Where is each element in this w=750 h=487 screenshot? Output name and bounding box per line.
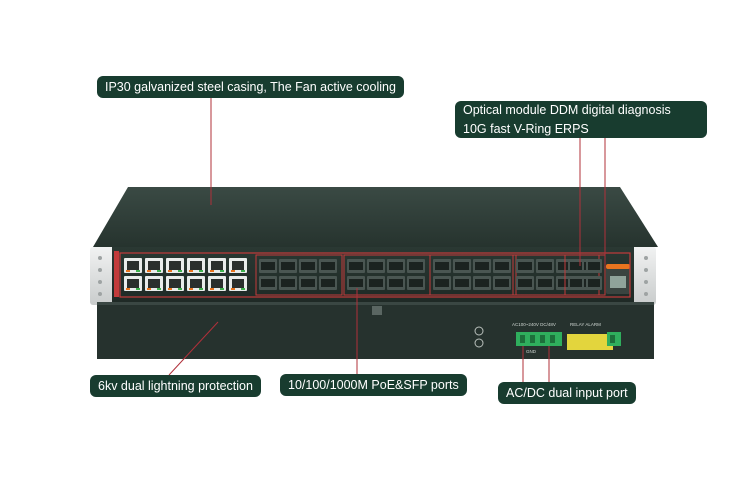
port-highlight-frame (119, 252, 631, 298)
rj45-port-group (124, 258, 247, 291)
sfp-group-frame (512, 254, 600, 296)
power-terminal-block (516, 332, 562, 346)
optical-callout-line2: 10G fast V-Ring ERPS (463, 121, 589, 136)
optical-callout-line1: Optical module DDM digital diagnosis (463, 103, 671, 117)
relay-label: RELAY ALARM (570, 322, 601, 327)
casing-callout-text: IP30 galvanized steel casing, The Fan ac… (105, 80, 396, 94)
lightning-callout-text: 6kv dual lightning protection (98, 379, 253, 393)
brand-stripe (114, 251, 119, 297)
alarm-terminal-block (567, 332, 621, 350)
mount-bracket (372, 306, 382, 315)
leader-lines (168, 98, 606, 382)
optical-callout: Optical module DDM digital diagnosis 10G… (455, 101, 707, 138)
power-callout: AC/DC dual input port (498, 382, 636, 404)
top-casing (93, 187, 658, 247)
sfp-group-frame (429, 254, 517, 296)
status-indicator (606, 264, 630, 269)
ground-icon (474, 326, 484, 336)
rack-ear-right (632, 247, 656, 305)
power-input-label: AC100~240V DC/48V (512, 322, 556, 327)
ports-callout-text: 10/100/1000M PoE&SFP ports (288, 378, 459, 392)
front-panel (112, 247, 634, 302)
uplink-frame (564, 254, 606, 296)
power-callout-text: AC/DC dual input port (506, 386, 628, 400)
lightning-callout: 6kv dual lightning protection (90, 375, 261, 397)
sfp-group-frame (255, 254, 343, 296)
gnd-label: GND (526, 349, 537, 354)
rack-ear-left (90, 247, 114, 305)
uplink-sfp-group (564, 254, 606, 296)
ports-callout: 10/100/1000M PoE&SFP ports (280, 374, 467, 396)
casing-callout: IP30 galvanized steel casing, The Fan ac… (97, 76, 404, 98)
